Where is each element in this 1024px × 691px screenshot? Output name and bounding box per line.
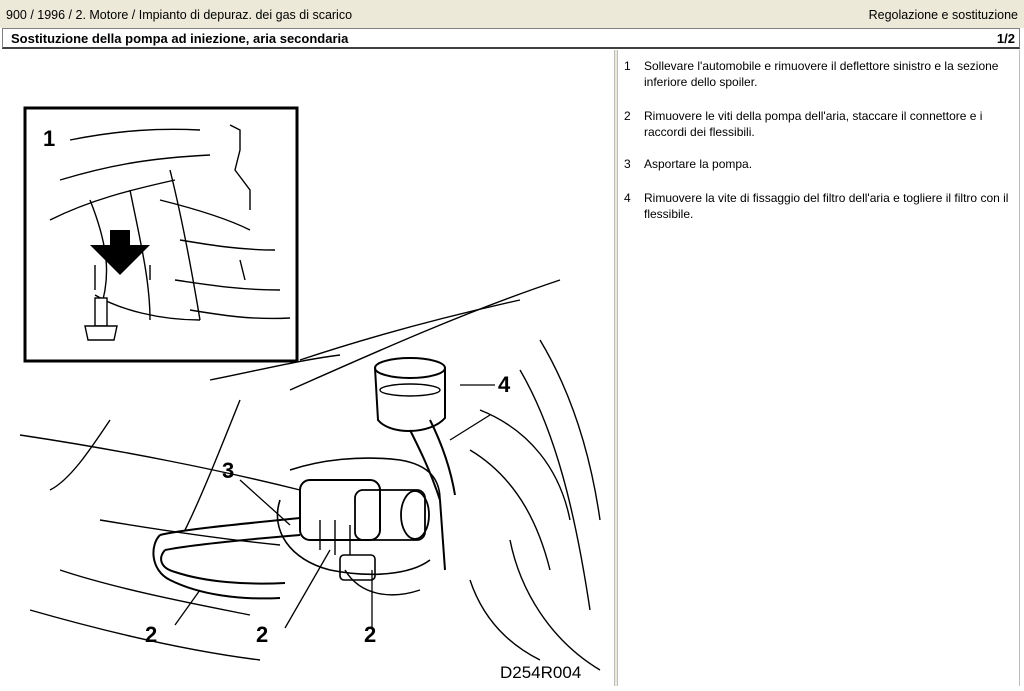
callout-2a: 2: [145, 622, 157, 647]
technical-drawing: 1 2 2 2 3 4 D254R004: [0, 50, 614, 686]
callout-2b: 2: [256, 622, 268, 647]
callout-2c: 2: [364, 622, 376, 647]
figure-code: D254R004: [500, 663, 581, 682]
step-text: Rimuovere la vite di fissaggio del filtr…: [644, 191, 1009, 221]
panel-divider[interactable]: [614, 50, 618, 686]
callout-4: 4: [498, 372, 511, 397]
page-title: Sostituzione della pompa ad iniezione, a…: [11, 31, 349, 46]
step-text: Rimuovere le viti della pompa dell'aria,…: [644, 109, 983, 139]
instructions-panel: 1 Sollevare l'automobile e rimuovere il …: [618, 50, 1020, 686]
page-indicator: 1/2: [996, 31, 1015, 46]
callout-1: 1: [43, 126, 55, 151]
step-text: Asportare la pompa.: [644, 157, 753, 171]
page-title-bar: Sostituzione della pompa ad iniezione, a…: [2, 28, 1020, 49]
callout-3: 3: [222, 458, 234, 483]
content-area: 1 2 2 2 3 4 D254R004 1 Sollevare l'autom…: [0, 50, 1024, 686]
step-number: 2: [624, 109, 631, 123]
section-label: Regolazione e sostituzione: [868, 8, 1018, 22]
step-text: Sollevare l'automobile e rimuovere il de…: [644, 59, 999, 89]
step-number: 4: [624, 191, 631, 205]
step-number: 3: [624, 157, 631, 171]
step-number: 1: [624, 59, 631, 73]
breadcrumb: 900 / 1996 / 2. Motore / Impianto di dep…: [6, 8, 353, 22]
drawing-svg: 1 2 2 2 3 4 D254R004: [19, 106, 601, 682]
top-bar: 900 / 1996 / 2. Motore / Impianto di dep…: [0, 0, 1024, 28]
